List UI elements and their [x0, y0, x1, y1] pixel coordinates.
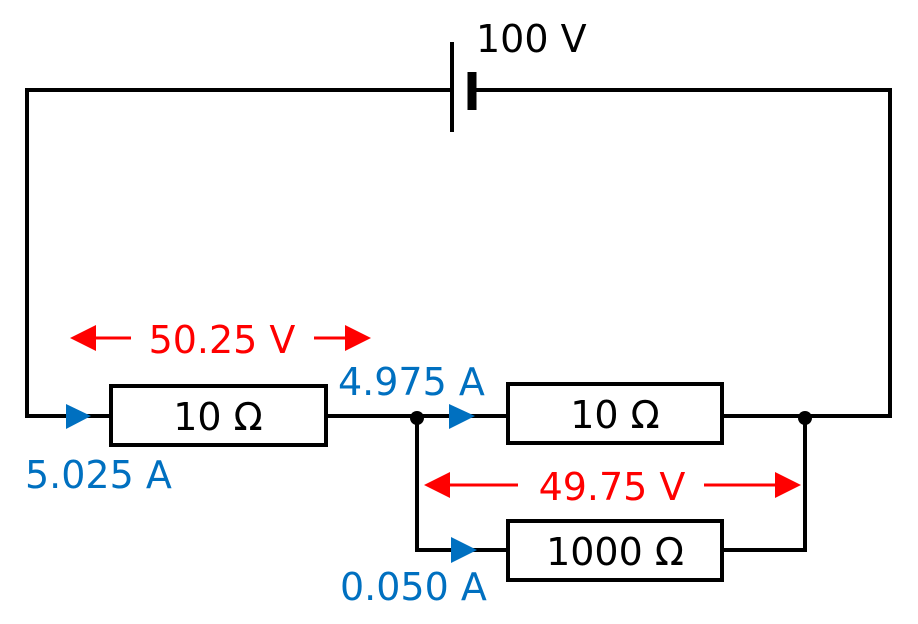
voltage-span-arrow-1: [70, 325, 371, 351]
arrow-left-icon: [424, 472, 450, 498]
resistor-1-label: 10 Ω: [173, 395, 262, 439]
junction-node-left: [410, 411, 424, 425]
current-label-branch-1: 4.975 A: [338, 360, 485, 404]
arrow-right-icon: [345, 325, 371, 351]
arrow-right-icon: [775, 472, 801, 498]
wire-branch-left: [415, 416, 508, 552]
junction-node-right: [798, 411, 812, 425]
current-label-branch-2: 0.050 A: [340, 565, 487, 609]
arrow-left-icon: [70, 325, 96, 351]
resistor-3-label: 1000 Ω: [546, 530, 684, 574]
resistor-2: [506, 382, 724, 445]
voltage-span-arrow-2: [424, 472, 801, 498]
resistor-1: [109, 384, 328, 447]
current-arrow-icon: [451, 537, 477, 563]
voltage-label-1: 50.25 V: [149, 318, 296, 362]
battery-voltage-label: 100 V: [476, 17, 587, 61]
resistor-2-label: 10 Ω: [570, 393, 659, 437]
current-label-total: 5.025 A: [25, 453, 172, 497]
voltage-label-2: 49.75 V: [539, 465, 686, 509]
battery-icon: [450, 42, 477, 132]
current-arrow-icon: [449, 404, 475, 429]
current-arrow-icon: [66, 404, 91, 429]
resistor-3: [506, 519, 724, 582]
wire-branch-right: [722, 416, 807, 552]
wire-main-loop-right: [472, 88, 892, 418]
